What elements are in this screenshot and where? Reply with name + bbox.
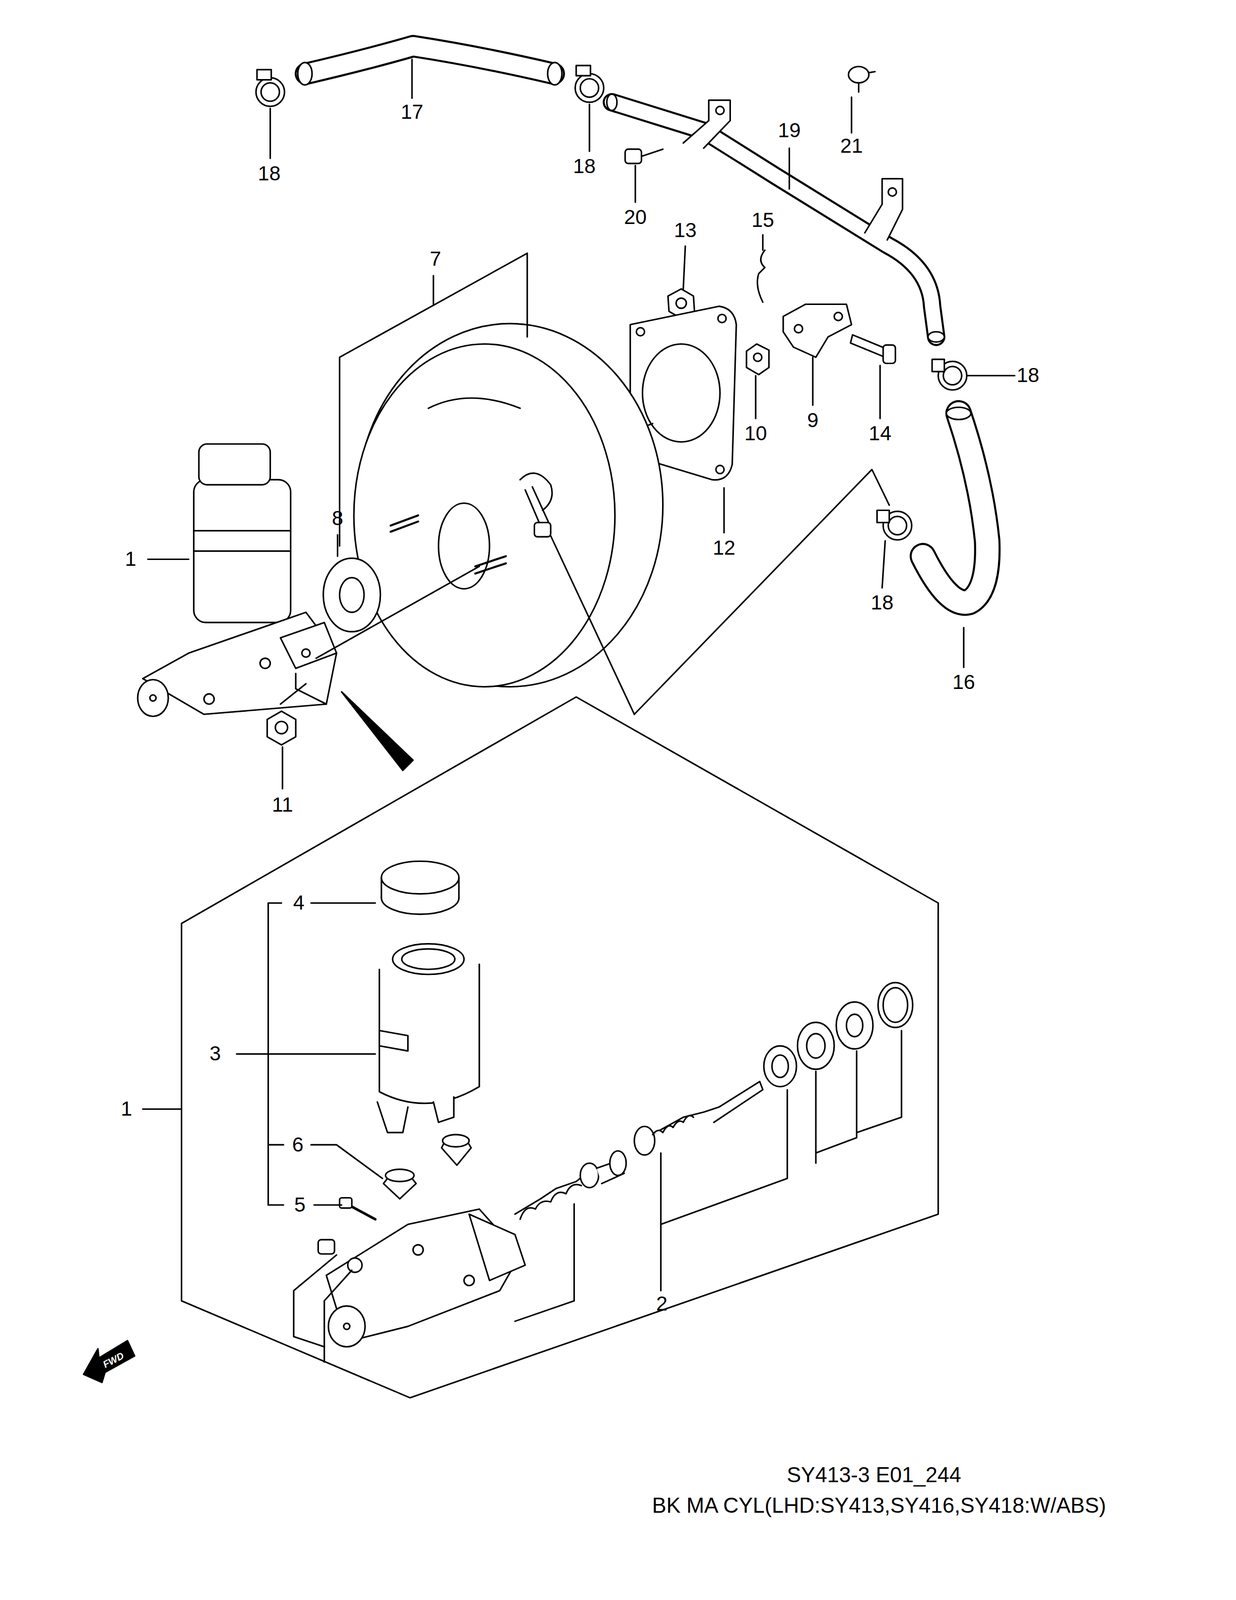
direction-arrow [83,1340,135,1382]
hose [297,46,562,85]
callout-number: 9 [807,409,819,432]
callout-number: 6 [292,1133,304,1156]
callout-number: 3 [209,1042,221,1065]
callout-number: 19 [777,119,801,142]
nut [267,711,296,745]
group-bracket [339,253,528,546]
callout-number: 18 [572,155,596,178]
callout-number: 8 [332,507,344,530]
callout-number: 2 [656,1292,668,1315]
callout-number: 1 [125,547,137,571]
view-pointer [341,691,413,771]
brake-booster [353,323,663,687]
callout-number: 1 [120,1097,132,1120]
callout-number: 18 [1016,364,1040,387]
callout-number: 11 [271,793,294,816]
callout-number: 16 [952,670,976,694]
caption-text: SY413-3 E01_244 [786,1462,962,1487]
leader-line [142,59,1015,1363]
bolt [625,66,875,164]
callout-number: 15 [751,208,775,232]
callout-number: 21 [839,134,863,158]
hose [922,407,988,603]
callout-number: 7 [429,247,442,270]
callout-number: 14 [868,422,892,445]
alignment-line [634,469,890,714]
alignment-line [550,535,635,714]
callout-number: 18 [871,591,894,614]
callout-number: 18 [257,162,281,185]
alignment-line [316,566,480,658]
detail-frame [181,697,939,1398]
callout-number: 17 [400,100,424,124]
master-cylinder [137,443,337,717]
caption-text: BK MA CYL(LHD:SY413,SY416,SY418:W/ABS) [651,1493,1107,1517]
callout-number: 12 [712,536,736,559]
vacuum-pipe [606,94,945,342]
exploded-parts [317,860,913,1347]
alignment-line [280,683,307,704]
callout-number: 10 [744,422,768,445]
callout-number: 20 [623,206,647,229]
callout-number: 4 [293,891,305,914]
callout-number: 13 [674,219,698,242]
callout-number: 5 [294,1193,306,1216]
seal [323,557,381,632]
